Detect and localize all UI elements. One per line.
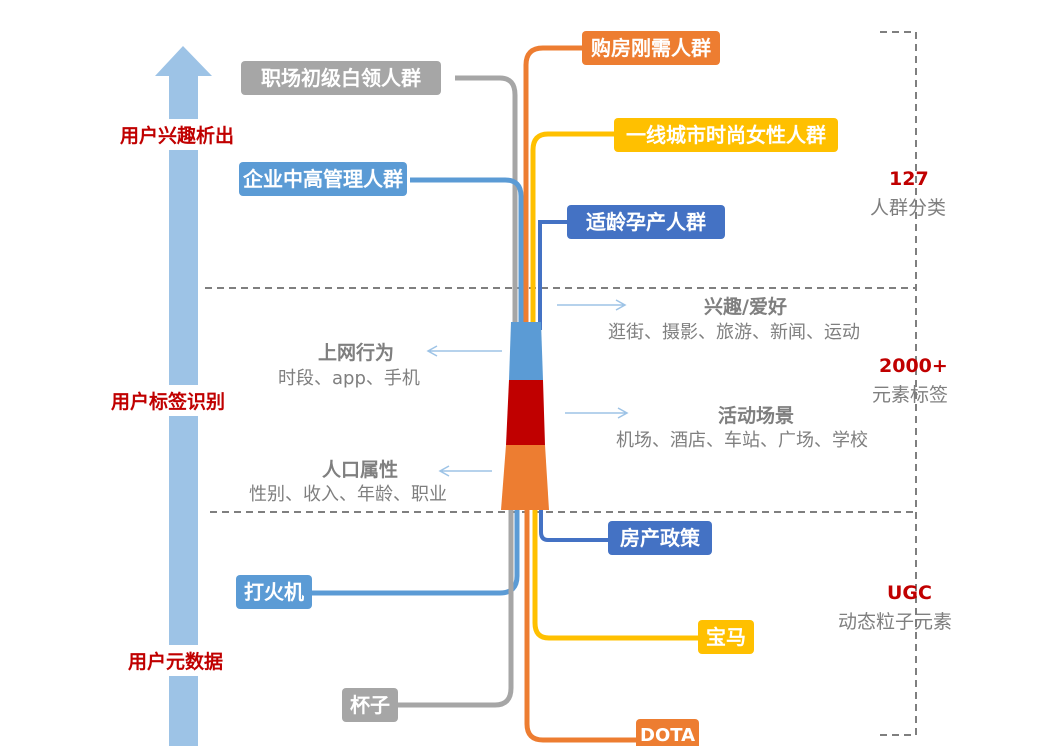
arrow-online xyxy=(426,345,502,357)
tag-cup: 杯子 xyxy=(342,688,398,722)
line-management xyxy=(410,177,524,330)
funnel-segment-orange xyxy=(501,445,549,510)
online-behavior-sub: 时段、app、手机 xyxy=(278,368,420,389)
scene-title: 活动场景 xyxy=(718,405,795,427)
tag-housing-policy: 房产政策 xyxy=(608,521,712,555)
arrow-interest xyxy=(557,299,627,311)
tag-home-buyers: 购房刚需人群 xyxy=(582,31,720,65)
line-dota xyxy=(524,505,640,743)
line-lighter xyxy=(312,505,520,596)
line-housing-policy xyxy=(539,505,610,542)
arrow-demographic xyxy=(438,465,492,477)
line-pregnancy xyxy=(538,220,570,330)
line-bmw xyxy=(532,505,700,641)
level-interest-label: 用户兴趣析出 xyxy=(116,119,239,150)
level-tag-label: 用户标签识别 xyxy=(107,385,230,416)
demographic-title: 人口属性 xyxy=(322,459,399,481)
line-home-buyers xyxy=(523,45,585,330)
bracket-top-label: 人群分类 xyxy=(870,197,947,219)
bracket-bottom-number: UGC xyxy=(887,582,932,604)
bracket-top-number: 127 xyxy=(889,168,929,190)
tag-lighter: 打火机 xyxy=(236,575,312,609)
tag-senior-management: 企业中高管理人群 xyxy=(239,162,407,196)
tag-pregnancy: 适龄孕产人群 xyxy=(567,205,725,239)
line-cup xyxy=(398,505,514,708)
scene-sub: 机场、酒店、车站、广场、学校 xyxy=(616,430,868,451)
interest-sub: 逛街、摄影、旅游、新闻、运动 xyxy=(608,322,860,343)
bracket-bottom-label: 动态粒子元素 xyxy=(838,611,953,633)
tag-entry-white-collar: 职场初级白领人群 xyxy=(241,61,441,95)
level-meta-label: 用户元数据 xyxy=(124,645,228,676)
bracket-mid-label: 元素标签 xyxy=(872,384,949,406)
line-white-collar xyxy=(455,75,518,330)
bracket-mid-number: 2000+ xyxy=(879,355,948,377)
arrow-scene xyxy=(565,407,629,419)
online-behavior-title: 上网行为 xyxy=(318,342,395,364)
line-fashion xyxy=(530,131,615,330)
funnel-segment-blue xyxy=(509,322,543,380)
interest-title: 兴趣/爱好 xyxy=(704,296,787,318)
tag-fashion-women: 一线城市时尚女性人群 xyxy=(614,118,838,152)
demographic-sub: 性别、收入、年龄、职业 xyxy=(249,484,447,505)
tag-dota: DOTA xyxy=(636,719,700,746)
bracket xyxy=(880,31,917,736)
tag-bmw: 宝马 xyxy=(698,620,754,654)
funnel-segment-red xyxy=(506,380,545,445)
